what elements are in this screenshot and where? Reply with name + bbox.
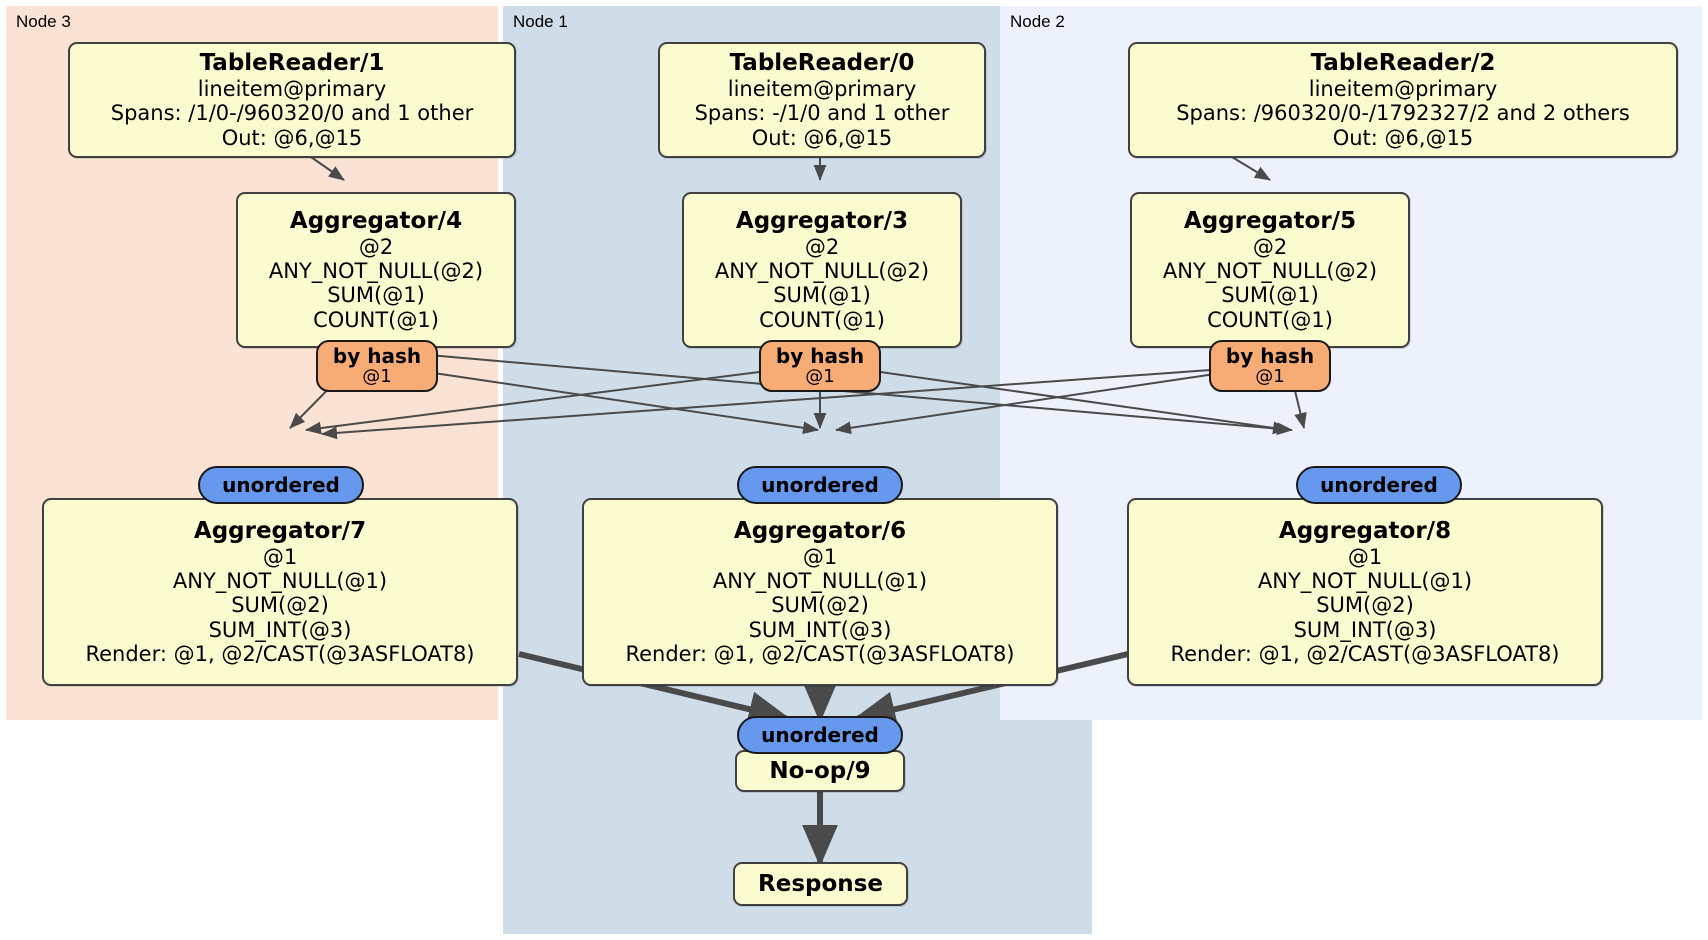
receiver-unordered-agg8[interactable]: unordered	[1296, 466, 1462, 504]
processor-line: Render: @1, @2/CAST(@3ASFLOAT8)	[85, 641, 475, 666]
processor-line: lineitem@primary	[727, 76, 917, 101]
processor-line: SUM(@1)	[1221, 283, 1319, 308]
processor-line: SUM(@2)	[771, 593, 869, 618]
processor-line: ANY_NOT_NULL(@2)	[1162, 259, 1378, 284]
router-kind: by hash	[332, 344, 422, 369]
router-column: @1	[1255, 366, 1285, 388]
processor-aggregator-3[interactable]: Aggregator/3 @2 ANY_NOT_NULL(@2) SUM(@1)…	[682, 192, 962, 348]
node-panel-label-node3: Node 3	[16, 12, 71, 31]
processor-tablereader-1[interactable]: TableReader/1 lineitem@primary Spans: /1…	[68, 42, 516, 158]
processor-line: @1	[1347, 544, 1383, 569]
processor-line: @2	[1252, 234, 1288, 259]
processor-aggregator-6[interactable]: Aggregator/6 @1 ANY_NOT_NULL(@1) SUM(@2)…	[582, 498, 1058, 686]
receiver-kind: unordered	[761, 473, 879, 497]
router-column: @1	[362, 366, 392, 388]
processor-noop-9[interactable]: No-op/9	[735, 750, 905, 792]
processor-line: ANY_NOT_NULL(@1)	[172, 568, 388, 593]
processor-line: Render: @1, @2/CAST(@3ASFLOAT8)	[625, 641, 1015, 666]
processor-line: lineitem@primary	[197, 76, 387, 101]
processor-line: SUM_INT(@3)	[208, 617, 352, 642]
processor-line: COUNT(@1)	[759, 307, 885, 332]
processor-line: SUM(@1)	[773, 283, 871, 308]
processor-line: SUM(@2)	[231, 593, 329, 618]
processor-line: SUM_INT(@3)	[1293, 617, 1437, 642]
processor-line: ANY_NOT_NULL(@1)	[712, 568, 928, 593]
processor-title: Aggregator/8	[1278, 517, 1452, 544]
processor-line: SUM_INT(@3)	[748, 617, 892, 642]
router-by-hash-agg4[interactable]: by hash @1	[316, 340, 438, 392]
processor-title: Aggregator/5	[1183, 207, 1357, 234]
receiver-unordered-agg6[interactable]: unordered	[737, 466, 903, 504]
processor-line: ANY_NOT_NULL(@1)	[1257, 568, 1473, 593]
processor-line: Out: @6,@15	[751, 125, 893, 150]
processor-line: ANY_NOT_NULL(@2)	[268, 259, 484, 284]
router-kind: by hash	[1225, 344, 1315, 369]
processor-line: SUM(@2)	[1316, 593, 1414, 618]
processor-aggregator-8[interactable]: Aggregator/8 @1 ANY_NOT_NULL(@1) SUM(@2)…	[1127, 498, 1603, 686]
processor-line: @2	[358, 234, 394, 259]
receiver-unordered-noop9[interactable]: unordered	[737, 716, 903, 754]
router-kind: by hash	[775, 344, 865, 369]
processor-line: COUNT(@1)	[1207, 307, 1333, 332]
processor-line: Out: @6,@15	[1332, 125, 1474, 150]
processor-line: @1	[802, 544, 838, 569]
router-by-hash-agg5[interactable]: by hash @1	[1209, 340, 1331, 392]
processor-line: Out: @6,@15	[221, 125, 363, 150]
processor-line: Render: @1, @2/CAST(@3ASFLOAT8)	[1170, 641, 1560, 666]
router-by-hash-agg3[interactable]: by hash @1	[759, 340, 881, 392]
processor-line: Spans: /960320/0-/1792327/2 and 2 others	[1176, 101, 1630, 126]
processor-title: Aggregator/4	[289, 207, 463, 234]
processor-line: ANY_NOT_NULL(@2)	[714, 259, 930, 284]
node-panel-label-node1: Node 1	[513, 12, 568, 31]
processor-title: TableReader/2	[1310, 50, 1496, 76]
processor-aggregator-5[interactable]: Aggregator/5 @2 ANY_NOT_NULL(@2) SUM(@1)…	[1130, 192, 1410, 348]
node-panel-label-node2: Node 2	[1010, 12, 1065, 31]
router-column: @1	[805, 366, 835, 388]
processor-title: Aggregator/7	[193, 517, 367, 544]
processor-response[interactable]: Response	[733, 862, 908, 906]
processor-line: Spans: /1/0-/960320/0 and 1 other	[110, 101, 474, 126]
processor-title: Aggregator/6	[733, 517, 907, 544]
processor-line: COUNT(@1)	[313, 307, 439, 332]
processor-title: TableReader/0	[729, 50, 915, 76]
processor-tablereader-0[interactable]: TableReader/0 lineitem@primary Spans: -/…	[658, 42, 986, 158]
processor-line: @2	[804, 234, 840, 259]
processor-aggregator-7[interactable]: Aggregator/7 @1 ANY_NOT_NULL(@1) SUM(@2)…	[42, 498, 518, 686]
processor-title: No-op/9	[769, 757, 871, 784]
processor-line: Spans: -/1/0 and 1 other	[694, 101, 950, 126]
processor-line: lineitem@primary	[1308, 76, 1498, 101]
processor-aggregator-4[interactable]: Aggregator/4 @2 ANY_NOT_NULL(@2) SUM(@1)…	[236, 192, 516, 348]
processor-title: TableReader/1	[199, 50, 385, 76]
receiver-kind: unordered	[222, 473, 340, 497]
processor-line: @1	[262, 544, 298, 569]
receiver-kind: unordered	[1320, 473, 1438, 497]
processor-title: Aggregator/3	[735, 207, 909, 234]
processor-line: SUM(@1)	[327, 283, 425, 308]
processor-title: Response	[758, 870, 883, 897]
receiver-unordered-agg7[interactable]: unordered	[198, 466, 364, 504]
processor-tablereader-2[interactable]: TableReader/2 lineitem@primary Spans: /9…	[1128, 42, 1678, 158]
receiver-kind: unordered	[761, 723, 879, 747]
